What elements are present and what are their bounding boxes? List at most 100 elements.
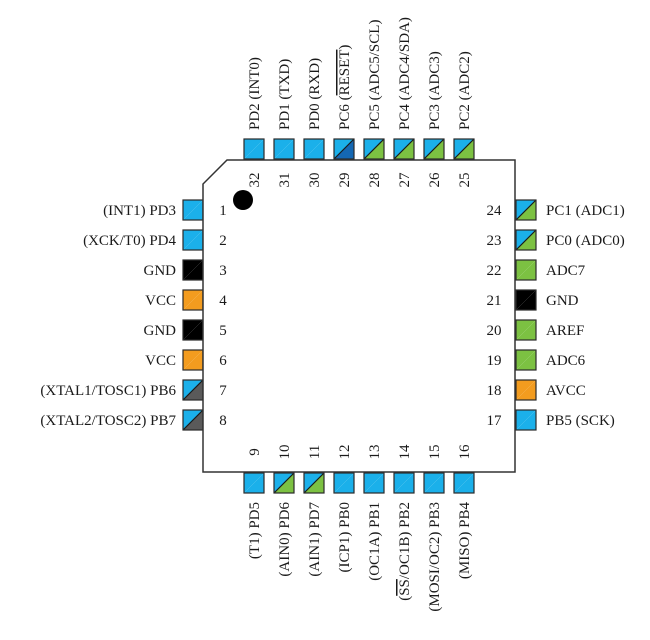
pin-pad-fill-secondary [244,473,264,493]
pin-22-number: 22 [487,263,502,279]
pin-17-number: 17 [487,413,503,429]
pin-26-label: PC3 (ADC3) [427,51,443,130]
pin-29-pad [333,138,355,160]
pin-3-label: GND [144,263,177,279]
pin-13-number: 13 [367,445,383,460]
pin-18-pad [515,379,537,401]
pin-pad-fill-secondary [183,290,203,310]
pin-11-pad [303,472,325,494]
pin-30-label: PD0 (RXD) [307,58,323,130]
pin-14-label: (SS/OC1B) PB2 [397,502,413,601]
pin-5-pad [182,319,204,341]
pin-pad-border [363,472,385,494]
pin-pad-fill-secondary [394,473,414,493]
pin-32-pad [243,138,265,160]
pin-21-number: 21 [487,293,502,309]
pin-pad-border [453,138,475,160]
pin-pad-fill-secondary [334,473,354,493]
pin-pad-fill-secondary [454,473,474,493]
pin-pad-border [515,289,537,311]
pin-pad-border [333,138,355,160]
pin-17-label: PB5 (SCK) [546,413,615,429]
pin-7-label: (XTAL1/TOSC1) PB6 [40,383,176,399]
pin-21-label: GND [546,293,579,309]
pin-pad-diagonal [182,379,204,401]
pin-31-pad [273,138,295,160]
pin-pad-diagonal [273,472,295,494]
pin-5-label: GND [144,323,177,339]
pin-27-pad [393,138,415,160]
pin-pad-border [363,138,385,160]
pin-6-label: VCC [145,353,176,369]
pin-pad-diagonal [515,229,537,251]
pin-pad-fill-secondary [183,200,203,220]
pin-10-number: 10 [277,445,293,460]
pin-pad-border [515,349,537,371]
pin-5-number: 5 [219,323,227,339]
pin-1-number: 1 [219,203,227,219]
pin-pad-fill-secondary [516,410,536,430]
pin-19-label: ADC6 [546,353,586,369]
pin-7-pad [182,379,204,401]
pin-8-pad [182,409,204,431]
pin-29-number: 29 [337,173,353,188]
pin-1-pad [182,199,204,221]
pins-layer [182,138,537,494]
pin-pad-diagonal [393,138,415,160]
pin-pad-border [393,138,415,160]
pin-10-pad [273,472,295,494]
pin-pad-fill-secondary [183,350,203,370]
pin-4-number: 4 [219,293,227,309]
pin-25-pad [453,138,475,160]
pin-23-number: 23 [487,233,502,249]
pin-4-pad [182,289,204,311]
pin-20-pad [515,319,537,341]
chip-body [202,159,516,473]
pin-pad-border [273,472,295,494]
pin-27-label: PC4 (ADC4/SDA) [397,17,413,130]
overline-signal: RESET [337,50,353,96]
pin-pad-border [515,379,537,401]
pin-11-label: (AIN1) PD7 [307,502,323,577]
pin-pad-border [273,138,295,160]
pin-12-label: (ICP1) PB0 [337,502,353,572]
pin-pad-diagonal [363,138,385,160]
pin-23-pad [515,229,537,251]
pin1-indicator-dot [233,190,253,210]
pin-16-label: (MISO) PB4 [457,502,473,580]
pin-1-label: (INT1) PD3 [103,203,176,219]
pin-pad-fill-secondary [244,139,264,159]
pin-9-pad [243,472,265,494]
pin-14-number: 14 [397,444,413,460]
pin-20-label: AREF [546,323,584,339]
pin-2-number: 2 [219,233,227,249]
pin-18-number: 18 [487,383,502,399]
pin-11-number: 11 [307,445,323,459]
pin-pad-fill-secondary [516,350,536,370]
pin-7-number: 7 [219,383,227,399]
pin-3-number: 3 [219,263,227,279]
pin-pad-fill-secondary [516,290,536,310]
pin-pad-fill-secondary [183,230,203,250]
pin-25-label: PC2 (ADC2) [457,51,473,130]
pin-pad-fill-secondary [516,260,536,280]
pin-20-number: 20 [487,323,502,339]
pin-32-label: PD2 (INT0) [247,57,263,130]
pin-12-number: 12 [337,445,353,460]
pin-pad-border [303,472,325,494]
pin-pad-fill-secondary [274,139,294,159]
pin-15-number: 15 [427,445,443,460]
pin-pad-diagonal [453,138,475,160]
pin-pad-diagonal [515,199,537,221]
pin-25-number: 25 [457,173,473,188]
pin-pad-border [423,472,445,494]
pin-31-label: PD1 (TXD) [277,59,293,130]
pin-13-label: (OC1A) PB1 [367,502,383,581]
pin-8-label: (XTAL2/TOSC2) PB7 [40,413,176,429]
pin-8-number: 8 [219,413,227,429]
pin-15-pad [423,472,445,494]
overline-signal: SS [397,579,413,596]
pin-31-number: 31 [277,173,293,188]
pin-16-pad [453,472,475,494]
